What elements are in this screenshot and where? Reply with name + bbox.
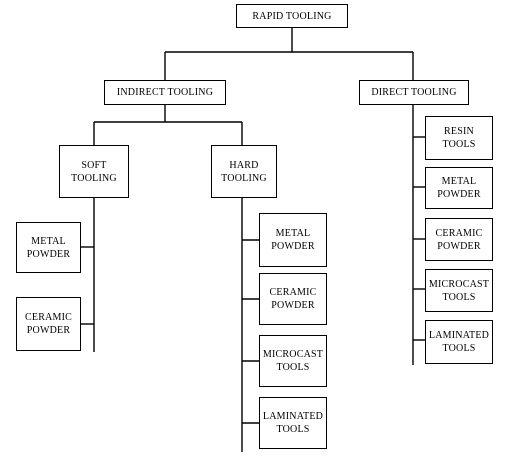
node-rapid-tooling: RAPID TOOLING	[236, 4, 348, 28]
node-hard-tooling: HARD TOOLING	[211, 145, 277, 198]
node-direct-tooling: DIRECT TOOLING	[359, 80, 469, 105]
hard-leaf-microcast-tools: MICROCAST TOOLS	[259, 335, 327, 387]
node-indirect-tooling: INDIRECT TOOLING	[104, 80, 226, 105]
direct-leaf-microcast-tools: MICROCAST TOOLS	[425, 269, 493, 312]
direct-leaf-laminated-tools: LAMINATED TOOLS	[425, 320, 493, 364]
soft-leaf-metal-powder: METAL POWDER	[16, 222, 81, 273]
direct-leaf-resin-tools: RESIN TOOLS	[425, 116, 493, 160]
direct-leaf-ceramic-powder: CERAMIC POWDER	[425, 218, 493, 261]
hard-leaf-metal-powder: METAL POWDER	[259, 213, 327, 267]
node-soft-tooling: SOFT TOOLING	[59, 145, 129, 198]
hard-leaf-laminated-tools: LAMINATED TOOLS	[259, 397, 327, 449]
direct-leaf-metal-powder: METAL POWDER	[425, 167, 493, 209]
soft-leaf-ceramic-powder: CERAMIC POWDER	[16, 297, 81, 351]
hard-leaf-ceramic-powder: CERAMIC POWDER	[259, 273, 327, 325]
